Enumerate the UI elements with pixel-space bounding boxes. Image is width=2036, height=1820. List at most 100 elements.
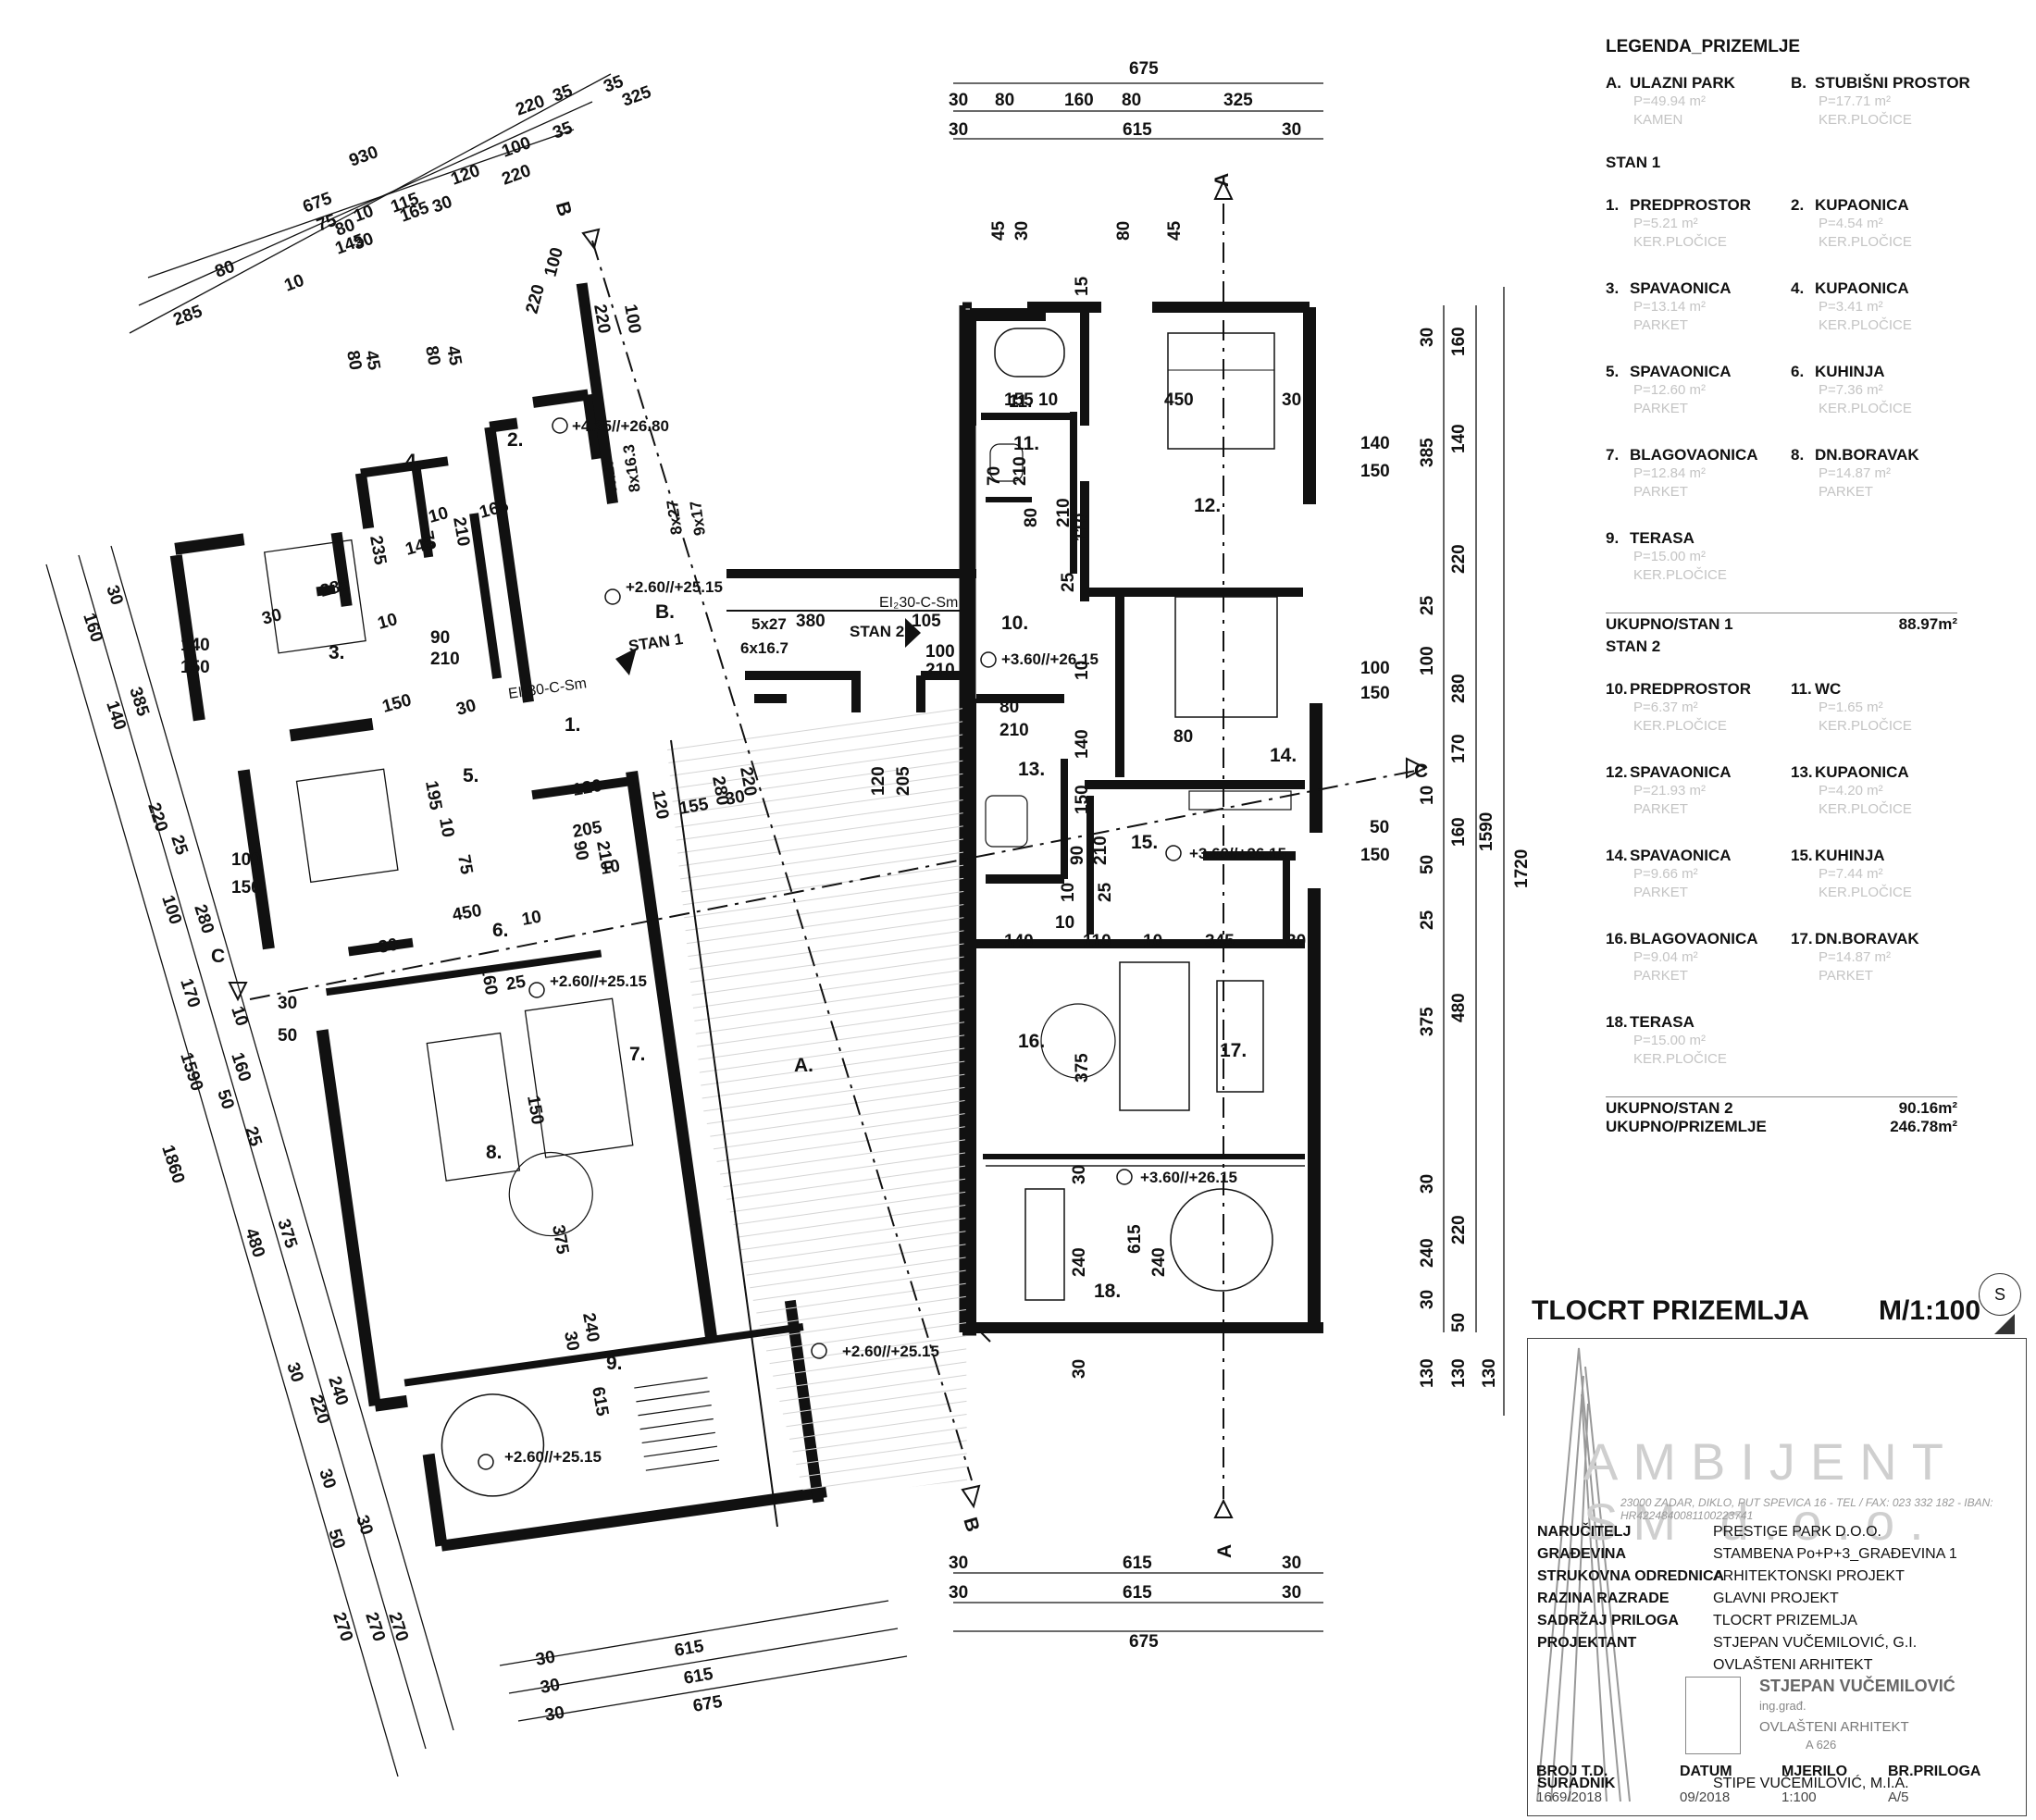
dimension-label: 100 <box>157 893 185 927</box>
dimension-label: 25 <box>167 833 192 858</box>
dimension-label: 210 <box>1011 456 1030 486</box>
legend-item-room: SPAVAONICA <box>1630 763 1732 781</box>
legend-stan1-total-label: UKUPNO/STAN 1 <box>1606 615 1733 633</box>
dimension-label: 90 <box>569 839 591 861</box>
dimension-label: 10 <box>1418 786 1437 805</box>
section-c-left-label: C <box>211 946 225 967</box>
legend-item-room: TERASA <box>1630 1013 1695 1031</box>
collaborator-value: STIPE VUČEMILOVIĆ, M.I.A. <box>1713 1776 1909 1791</box>
level-markers: +4.25//+26.80 +2.60//+25.15 +2.60//+25.1… <box>478 417 1286 1470</box>
dimension-label: 235 <box>366 534 390 566</box>
stamp-number: A 626 <box>1806 1738 1837 1752</box>
legend-item-room: BLAGOVAONICA <box>1630 446 1758 464</box>
dimension-label: 210 <box>1091 836 1111 865</box>
room-5-label: 5. <box>463 765 479 786</box>
dimension-label: 140 <box>180 636 210 655</box>
dimension-label: 50 <box>1370 818 1389 837</box>
legend-item-name: 15.KUHINJA <box>1791 847 1957 865</box>
stan-2-arrow <box>905 618 921 648</box>
dimension-label: 140 <box>1449 424 1469 453</box>
legend-item-name: 10.PREDPROSTOR <box>1606 680 1791 699</box>
dimension-label: 30 <box>539 1676 561 1698</box>
company-address: 23000 ZADAR, DIKLO, PUT SPEVICA 16 - TEL… <box>1620 1496 1993 1522</box>
dimension-label: 30 <box>377 935 399 958</box>
legend-item-name: A.ULAZNI PARK <box>1606 74 1791 93</box>
dimension-label: 10 <box>227 1004 252 1029</box>
legend-item-number: 6. <box>1791 363 1805 380</box>
legend-item-finish: KER.PLOČICE <box>1633 1051 1727 1067</box>
dimension-label: 10 <box>427 503 451 527</box>
legend-item-finish: KER.PLOČICE <box>1819 885 1912 900</box>
legend-item-finish: KER.PLOČICE <box>1819 401 1912 416</box>
legend-item-name: 12.SPAVAONICA <box>1606 763 1791 782</box>
legend-ground-total-label: UKUPNO/PRIZEMLJE <box>1606 1118 1767 1135</box>
legend-item-area: P=7.36 m² <box>1819 382 1883 398</box>
room-10-label: 10. <box>1001 613 1028 634</box>
room-8-label: 8. <box>486 1142 503 1163</box>
dimension-label: 220 <box>1449 544 1469 574</box>
legend-item-number: 3. <box>1606 279 1620 297</box>
legend-item-name: 2.KUPAONICA <box>1791 196 1957 215</box>
dimension-label: 10 <box>1059 883 1078 902</box>
legend-item-finish: PARKET <box>1633 968 1688 984</box>
title-block: TLOCRT PRIZEMLJA M/1:100 S AMBIJENT SM d… <box>1527 1273 2027 1817</box>
dimension-label: 120 <box>449 161 483 190</box>
stamp-sub: ing.građ. <box>1759 1699 1806 1713</box>
dimension-label: 140 <box>102 699 130 733</box>
legend-item-area: P=1.65 m² <box>1819 700 1883 715</box>
dimension-label: 170 <box>176 976 204 1010</box>
dimension-label: 150 <box>180 658 210 677</box>
legend-item-finish: KER.PLOČICE <box>1819 718 1912 734</box>
dimension-label: 80 <box>1114 221 1134 241</box>
legend-ground-total-value: 246.78m² <box>1890 1118 1957 1135</box>
dimension-label: 110 <box>1083 932 1111 951</box>
legend-stan2-heading: STAN 2 <box>1606 638 1661 655</box>
dimension-label: 30 <box>260 605 284 629</box>
dimension-label: 50 <box>278 1026 297 1046</box>
title-block-field-label: MJERILO <box>1782 1764 1848 1779</box>
dimension-label: 150 <box>1360 684 1390 703</box>
legend-item-area: P=15.00 m² <box>1633 549 1706 564</box>
legend-title: LEGENDA_PRIZEMLJE <box>1606 37 1801 56</box>
legend-item-name: 3.SPAVAONICA <box>1606 279 1791 298</box>
legend-item-name: 5.SPAVAONICA <box>1606 363 1791 381</box>
dimension-label: 220 <box>500 161 534 190</box>
legend-item-area: P=9.04 m² <box>1633 949 1698 965</box>
dimension-label: 50 <box>324 1527 349 1552</box>
dimension-label: 35 <box>551 118 576 143</box>
legend-item-room: DN.BORAVAK <box>1815 446 1919 464</box>
legend-item-name: B.STUBIŠNI PROSTOR <box>1791 74 1970 93</box>
dimension-line <box>499 1600 889 1666</box>
title-block-field-value: 1669/2018 <box>1536 1789 1602 1805</box>
dimension-label: 10 <box>1143 932 1162 951</box>
legend-item-finish: KER.PLOČICE <box>1819 112 1912 128</box>
dimension-label: 50 <box>1418 855 1437 874</box>
legend-item-finish: PARKET <box>1633 801 1688 817</box>
dimension-label: 150 <box>231 878 261 898</box>
dimension-label: 140 <box>1073 729 1092 759</box>
dimension-label: 480 <box>241 1226 268 1260</box>
legend-item-name: 1.PREDPROSTOR <box>1606 196 1791 215</box>
dimension-label: 285 <box>171 302 205 330</box>
legend-item-room: KUHINJA <box>1815 363 1885 380</box>
legend-item-name: 16.BLAGOVAONICA <box>1606 930 1791 948</box>
dimension-label: 375 <box>1418 1007 1437 1036</box>
dimension-label: 170 <box>1449 734 1469 763</box>
fire-door-label-1: EI₂30-C-Sm <box>879 595 958 611</box>
dimension-label: 25 <box>241 1124 266 1149</box>
stair-label-3: 7x27 <box>599 457 621 494</box>
architect-stamp: STJEPAN VUČEMILOVIĆ ing.građ. OVLAŠTENI … <box>1685 1677 2000 1778</box>
dimension-label: 45 <box>361 349 383 372</box>
stair-label-6: 9x17 <box>687 500 709 537</box>
